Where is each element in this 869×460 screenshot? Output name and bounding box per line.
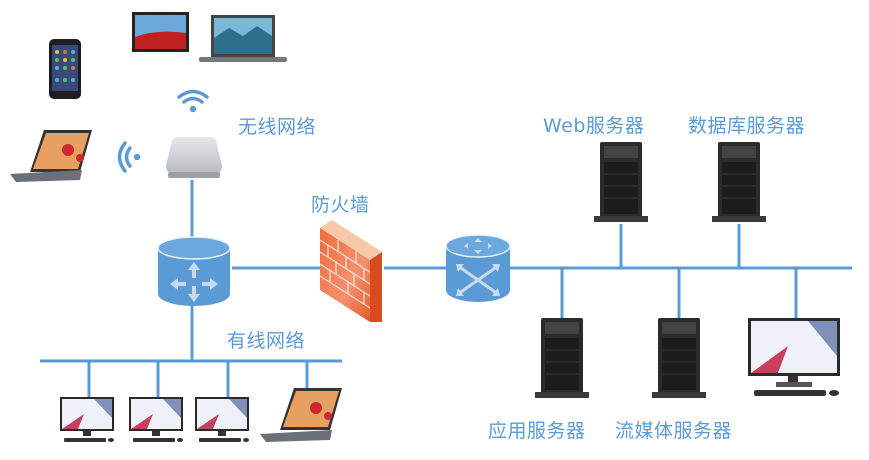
laptop-icon	[199, 15, 287, 62]
desktop-pc-icon[interactable]	[129, 396, 185, 446]
desktop-pc-icon[interactable]	[195, 396, 251, 446]
wireless-access-point-icon	[166, 137, 222, 178]
desktop-pc-icon[interactable]	[60, 396, 116, 446]
router-icon[interactable]	[444, 234, 512, 304]
streaming-media-server-icon[interactable]	[650, 316, 708, 400]
web-server-label: Web服务器	[543, 115, 645, 137]
firewall-label: 防火墙	[311, 194, 370, 216]
streaming-media-server-label: 流媒体服务器	[615, 420, 733, 442]
wired-network-label: 有线网络	[227, 330, 306, 352]
application-server-label: 应用服务器	[488, 420, 586, 442]
smartphone-icon	[49, 39, 81, 99]
desktop-pc-icon[interactable]	[748, 316, 844, 402]
wifi-signal-icon	[177, 89, 209, 113]
firewall-icon[interactable]	[318, 218, 384, 324]
layer3-switch-icon[interactable]	[156, 236, 232, 308]
wifi-signal-icon	[117, 141, 141, 173]
web-server-icon[interactable]	[592, 140, 650, 224]
database-server-label: 数据库服务器	[688, 115, 806, 137]
wireless-network-label: 无线网络	[238, 116, 317, 138]
laptop-icon[interactable]	[260, 386, 344, 444]
database-server-icon[interactable]	[710, 140, 768, 224]
tablet-icon	[132, 12, 189, 52]
laptop-icon	[10, 130, 92, 182]
application-server-icon[interactable]	[533, 316, 591, 400]
